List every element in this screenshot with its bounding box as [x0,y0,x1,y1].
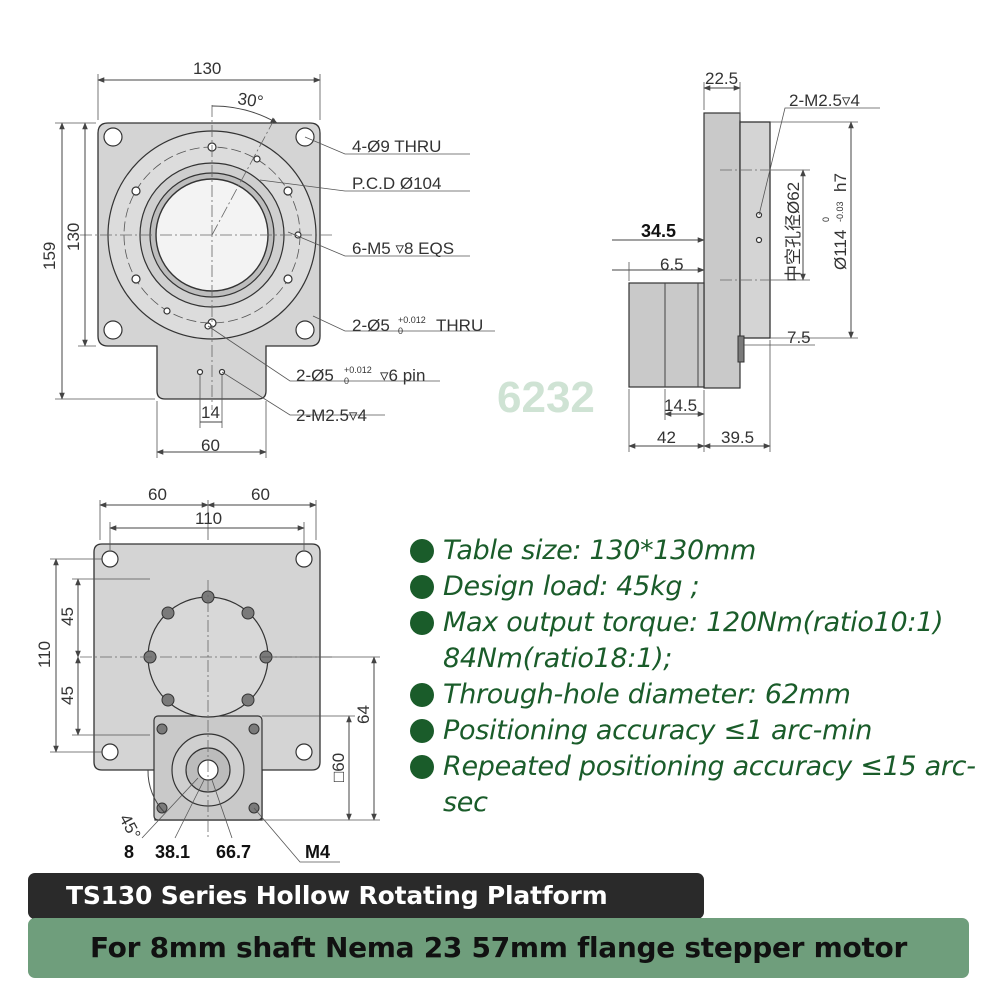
dim-42: 42 [657,428,676,447]
bullet-icon [410,539,434,563]
callout-pin-thru: 2-Ø5 [352,316,390,335]
side-table [739,121,771,339]
dim-pin-spacing: 14 [201,403,220,422]
callout-m25: 2-M2.5▿4 [296,406,367,425]
dim-angle-45: 45° [115,811,144,843]
dim-110-h: 110 [195,509,222,528]
callout-thru-holes: 4-Ø9 THRU [352,137,441,156]
callout-pcd: P.C.D Ø104 [352,174,441,193]
dim-6-5: 6.5 [660,255,684,274]
bullet-icon [410,755,434,779]
top-view: 130 30° 159 130 60 14 4-Ø9 THRU P.C.D Ø1… [40,59,495,458]
callout-pin-depth: ▿6 pin [380,366,425,385]
label-38-1: 38.1 [155,842,190,862]
dim-110-v: 110 [35,641,54,668]
dim-34-5: 34.5 [641,221,676,241]
dim-angle: 30° [236,89,264,111]
bottom-view: 60 60 110 110 45 45 64 □60 45° 8 38.1 66… [35,485,380,863]
dim-22-5: 22.5 [705,69,738,88]
dim-left-60: 60 [148,485,167,504]
callout-side-m25: 2-M2.5▿4 [789,91,860,110]
dim-64: 64 [354,705,373,724]
spec-item: Design load: 45kg ; [410,569,995,605]
dim-height-outer: 159 [40,242,59,270]
dim-39-5: 39.5 [721,428,754,447]
tolerance-lower: 0 [344,376,349,386]
callout-pin-hole: 2-Ø5 [296,366,334,385]
bullet-icon [410,683,434,707]
spec-text: Positioning accuracy ≤1 arc-min [443,715,873,746]
dim-outer-fit: h7 [831,173,850,192]
callout-thru: THRU [436,316,483,335]
spec-text: Through-hole diameter: 62mm [443,679,851,710]
dim-right-60: 60 [251,485,270,504]
side-view: 22.5 2-M2.5▿4 34.5 6.5 中空孔径Ø62 Ø114 0 -0… [612,69,880,452]
corner-hole [103,127,123,147]
label-m4: M4 [305,842,330,862]
dim-14-5: 14.5 [664,396,697,415]
spec-item: Through-hole diameter: 62mm [410,677,995,713]
dim-outer-tol-lower: -0.03 [835,201,845,222]
tolerance-upper: +0.012 [398,315,426,325]
tolerance-lower: 0 [398,326,403,336]
spec-text: Max output torque: 120Nm(ratio10:1) 84Nm… [443,607,944,674]
label-66-7: 66.7 [216,842,251,862]
side-motor-flange [628,282,705,388]
bullet-icon [410,575,434,599]
spec-text: Design load: 45kg ; [443,571,700,602]
bullet-icon [410,611,434,635]
dim-outer-tol-upper: 0 [821,217,831,222]
dim-outer: Ø114 [831,230,850,270]
dim-45-lower: 45 [58,686,77,705]
side-main-body [703,112,741,389]
bullet-icon [410,719,434,743]
spec-item: Max output torque: 120Nm(ratio10:1) 84Nm… [410,605,995,677]
spec-text: Table size: 130*130mm [443,535,756,566]
corner-hole [295,320,315,340]
dim-height-inner: 130 [64,223,83,251]
dim-45-upper: 45 [58,607,77,626]
label-8: 8 [124,842,134,862]
tolerance-upper: +0.012 [344,365,372,375]
dim-hollow: 中空孔径Ø62 [784,182,803,282]
spec-list: Table size: 130*130mm Design load: 45kg … [410,533,995,821]
product-title: TS130 Series Hollow Rotating Platform [28,873,704,919]
spec-item: Positioning accuracy ≤1 arc-min [410,713,995,749]
dim-base-width: 60 [201,436,220,455]
watermark: 6232 [497,373,595,422]
spec-text: Repeated positioning accuracy ≤15 arc-se… [443,751,976,818]
spec-item: Table size: 130*130mm [410,533,995,569]
callout-m5-holes: 6-M5 ▿8 EQS [352,239,454,258]
dim-square-60: □60 [329,753,348,782]
dim-7-5: 7.5 [787,328,811,347]
dim-width: 130 [193,59,221,78]
spec-item: Repeated positioning accuracy ≤15 arc-se… [410,749,995,821]
corner-hole [103,320,123,340]
product-subtitle: For 8mm shaft Nema 23 57mm flange steppe… [28,918,969,978]
